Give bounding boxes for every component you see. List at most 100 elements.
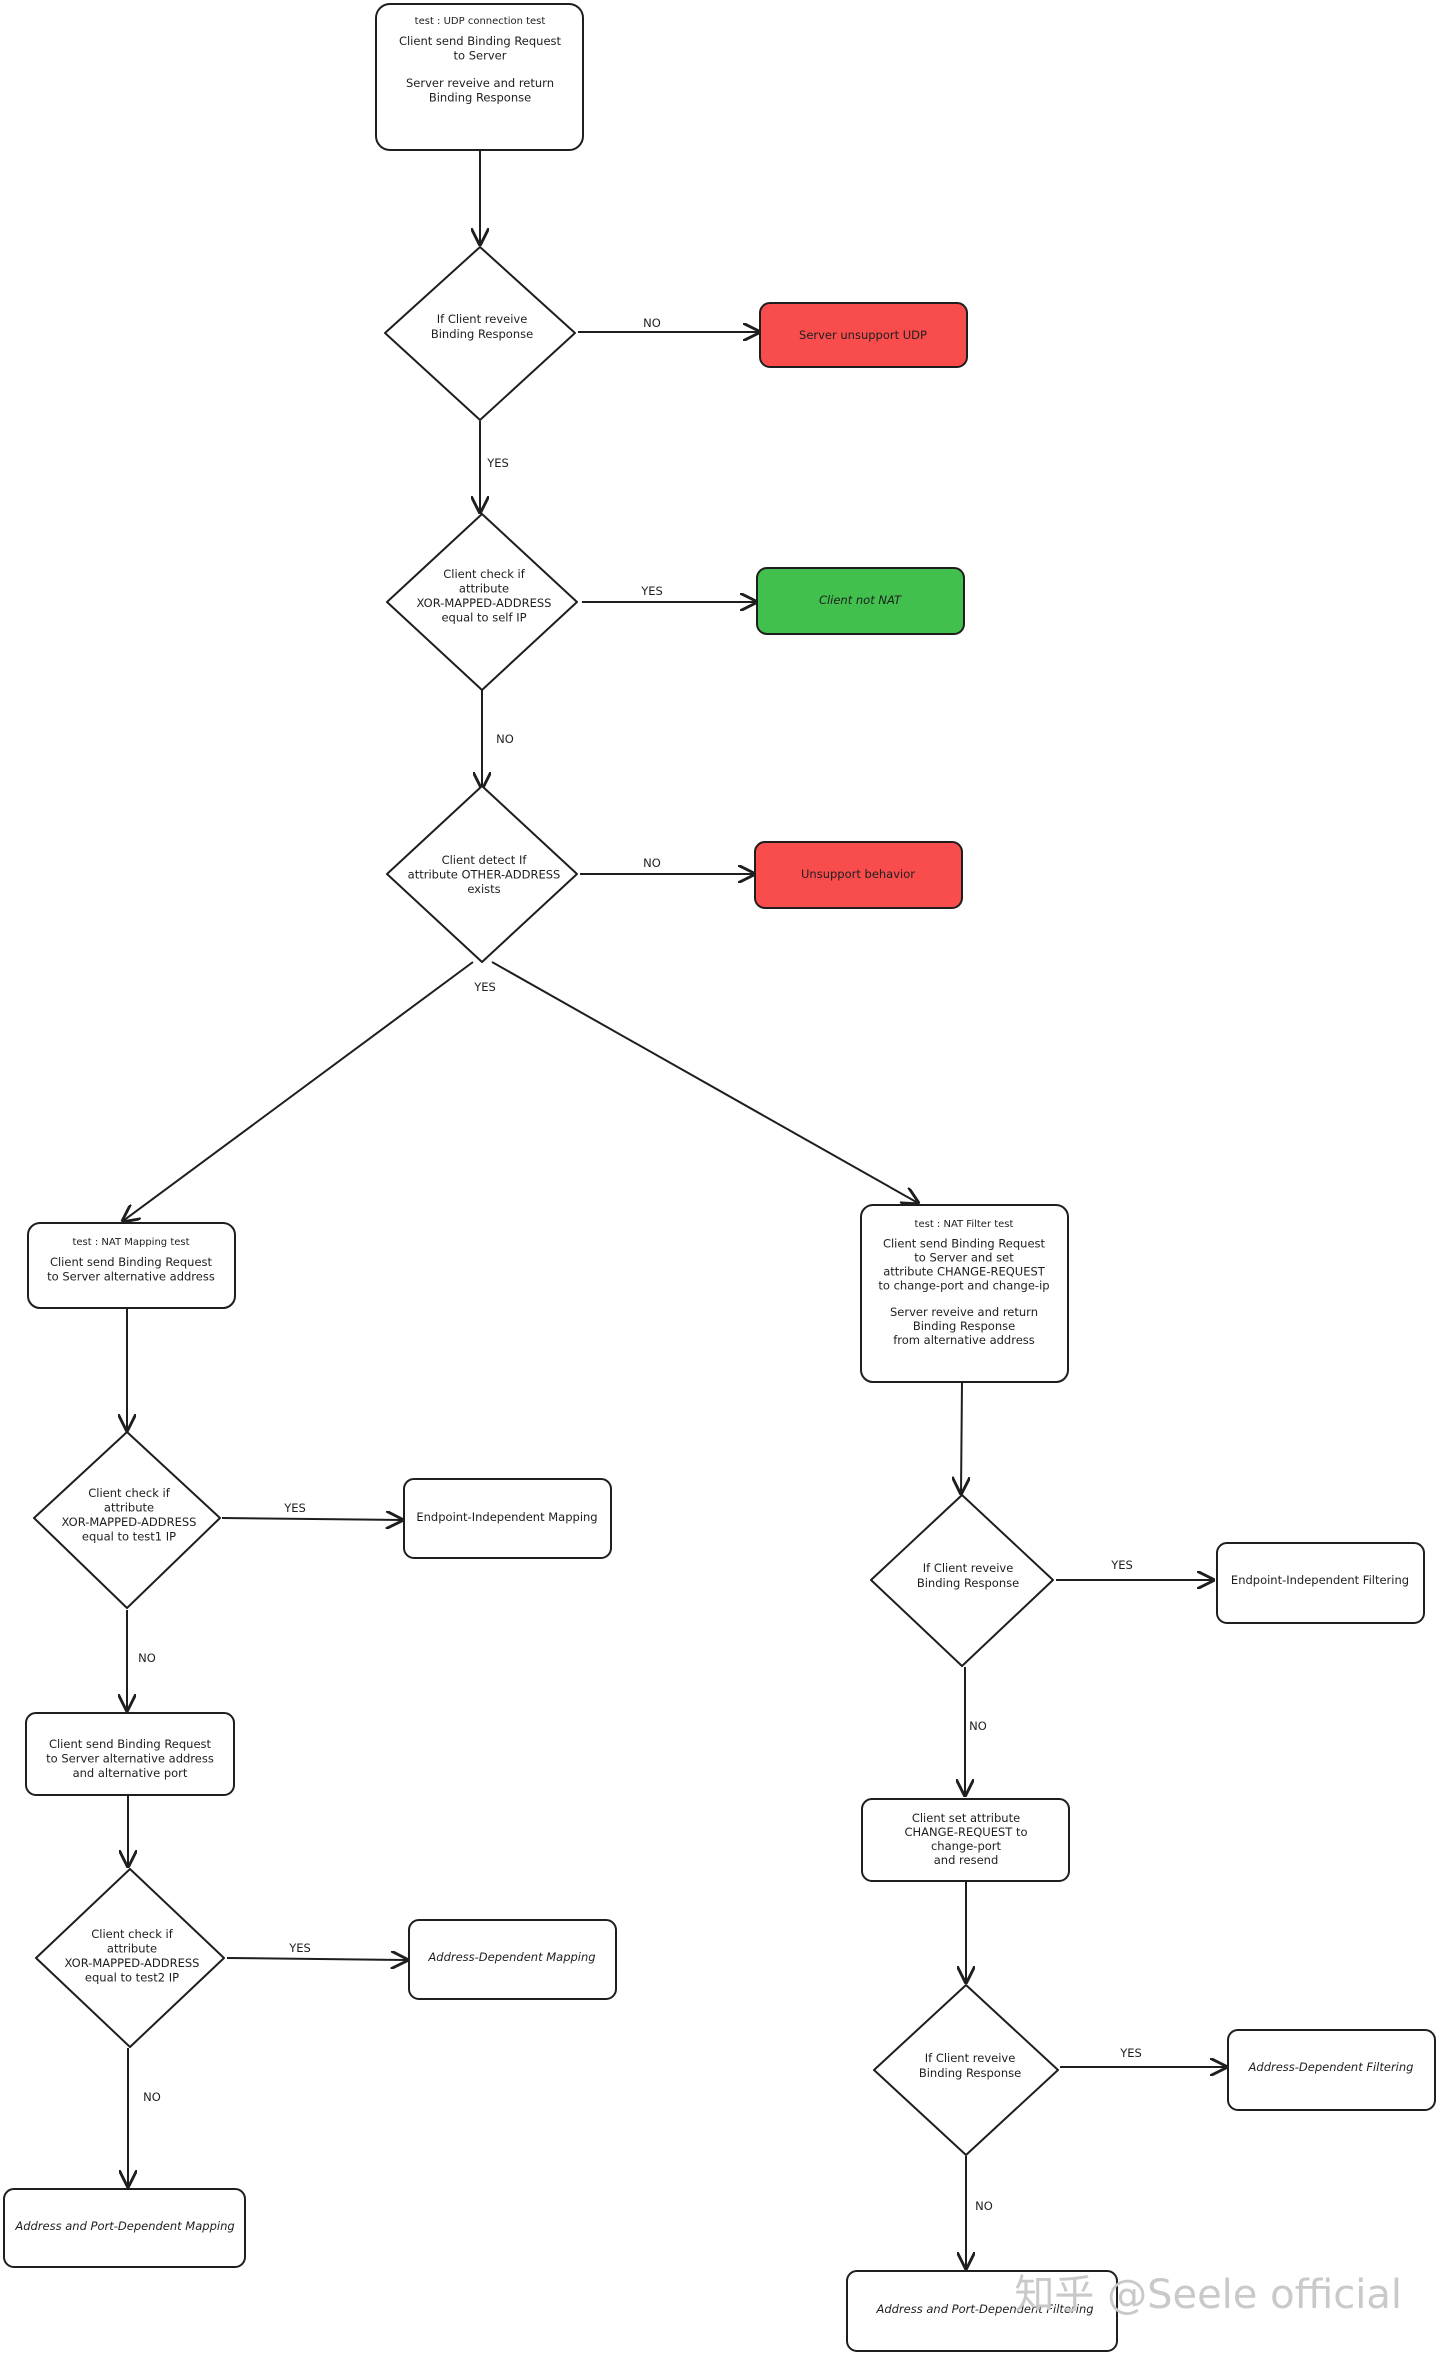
node-line: Server reveive and return bbox=[890, 1305, 1038, 1319]
node-line: Client check if bbox=[443, 567, 525, 581]
node-line: XOR-MAPPED-ADDRESS bbox=[417, 596, 552, 610]
if-receive-2-diamond bbox=[870, 1494, 1054, 1667]
node-line: attribute bbox=[459, 582, 509, 596]
apdf-box bbox=[846, 2270, 1118, 2352]
node-line: and alternative port bbox=[73, 1766, 188, 1780]
if-receive-diamond bbox=[384, 246, 576, 421]
edge-filter-to-receive2 bbox=[961, 1381, 962, 1493]
eim-box bbox=[403, 1478, 612, 1559]
node-line: Client check if bbox=[91, 1927, 173, 1941]
node-line: Client detect If bbox=[442, 853, 528, 867]
edge-label-yes: YES bbox=[1119, 2046, 1142, 2060]
client-not-nat-box bbox=[756, 567, 965, 635]
node-line: Binding Response bbox=[913, 1319, 1015, 1333]
check-self-ip-diamond bbox=[386, 513, 578, 691]
detect-other-diamond bbox=[386, 785, 578, 963]
edge-label-no: NO bbox=[643, 856, 661, 870]
node-line: Unsupport behavior bbox=[801, 867, 915, 881]
node-line: Endpoint-Independent Filtering bbox=[1231, 1573, 1409, 1587]
node-line: CHANGE-REQUEST to bbox=[905, 1825, 1028, 1839]
edge-other-yes-mapping bbox=[123, 961, 474, 1221]
node-line: Server unsupport UDP bbox=[799, 328, 927, 342]
node-line: Address-Dependent Filtering bbox=[1248, 2060, 1414, 2074]
node-line: Address and Port-Dependent Filtering bbox=[875, 2302, 1093, 2316]
eif-text: Endpoint-Independent Filtering bbox=[1231, 1573, 1409, 1587]
node-line: If Client reveive bbox=[925, 2051, 1016, 2065]
node-line: Server reveive and return bbox=[406, 76, 554, 90]
mapping-test-box bbox=[27, 1222, 236, 1309]
edge-label-no: NO bbox=[496, 732, 514, 746]
edge-label-no: NO bbox=[138, 1651, 156, 1665]
client-not-nat-text: Client not NAT bbox=[819, 593, 902, 607]
node-line: to Server and set bbox=[914, 1250, 1014, 1264]
edge-labels: NO YES YES NO NO YES YES NO YES NO YES N… bbox=[138, 316, 1142, 2213]
edge-label-yes: YES bbox=[283, 1501, 306, 1515]
if-receive-3-diamond bbox=[873, 1984, 1059, 2156]
node-line: equal to test2 IP bbox=[85, 1971, 179, 1985]
set-change-port-box bbox=[861, 1798, 1070, 1882]
node-line: If Client reveive bbox=[923, 1561, 1014, 1575]
edge-label-no: NO bbox=[975, 2199, 993, 2213]
edge-label-yes: YES bbox=[288, 1941, 311, 1955]
node-line: Client send Binding Request bbox=[399, 34, 562, 48]
apdm-box bbox=[3, 2188, 246, 2268]
node-line: Client send Binding Request bbox=[49, 1737, 212, 1751]
edge-label-yes: YES bbox=[473, 980, 496, 994]
edge-other-yes-filter bbox=[491, 961, 918, 1203]
node-line: Binding Response bbox=[429, 91, 531, 105]
watermark: 知乎 @Seele official bbox=[1014, 2272, 1402, 2318]
node-line: attribute bbox=[107, 1942, 157, 1956]
check-test1-diamond bbox=[33, 1431, 221, 1609]
check-test2-diamond bbox=[35, 1868, 225, 2048]
node-title: test : NAT Filter test bbox=[915, 1219, 1014, 1230]
edges bbox=[123, 151, 1226, 2268]
node-line: change-port bbox=[931, 1839, 1002, 1853]
edge-label-no: NO bbox=[643, 316, 661, 330]
adm-box bbox=[408, 1919, 617, 2000]
node-line: attribute CHANGE-REQUEST bbox=[883, 1264, 1046, 1278]
node-line: Client not NAT bbox=[819, 593, 902, 607]
eif-box bbox=[1216, 1542, 1425, 1624]
node-line: to Server alternative address bbox=[47, 1270, 215, 1284]
server-unsupport-text: Server unsupport UDP bbox=[799, 328, 927, 342]
udp-test-box bbox=[375, 3, 584, 151]
unsupport-behavior-box bbox=[754, 841, 963, 909]
edge-label-no: NO bbox=[143, 2090, 161, 2104]
node-line: Binding Response bbox=[917, 1576, 1019, 1590]
node-line: Address and Port-Dependent Mapping bbox=[14, 2219, 234, 2233]
node-line: XOR-MAPPED-ADDRESS bbox=[65, 1956, 200, 1970]
node-line: Binding Response bbox=[919, 2066, 1021, 2080]
adf-text: Address-Dependent Filtering bbox=[1248, 2060, 1414, 2074]
adm-text: Address-Dependent Mapping bbox=[427, 1950, 595, 1964]
server-unsupport-box bbox=[759, 302, 968, 368]
apdm-text: Address and Port-Dependent Mapping bbox=[14, 2219, 234, 2233]
node-line: exists bbox=[467, 882, 500, 896]
send-alt-port-box bbox=[25, 1712, 235, 1796]
node-line: from alternative address bbox=[893, 1333, 1035, 1347]
node-line: Binding Response bbox=[431, 327, 533, 341]
adf-box bbox=[1227, 2029, 1436, 2111]
node-line: Endpoint-Independent Mapping bbox=[416, 1510, 597, 1524]
node-line: to Server alternative address bbox=[46, 1752, 214, 1766]
node-line: Client send Binding Request bbox=[50, 1255, 213, 1269]
edge-label-no: NO bbox=[969, 1719, 987, 1733]
node-line: Client check if bbox=[88, 1486, 170, 1500]
eim-text: Endpoint-Independent Mapping bbox=[416, 1510, 597, 1524]
node-line: Client send Binding Request bbox=[883, 1236, 1046, 1250]
node-title: test : UDP connection test bbox=[415, 16, 546, 27]
node-line: XOR-MAPPED-ADDRESS bbox=[62, 1515, 197, 1529]
edge-label-yes: YES bbox=[486, 456, 509, 470]
